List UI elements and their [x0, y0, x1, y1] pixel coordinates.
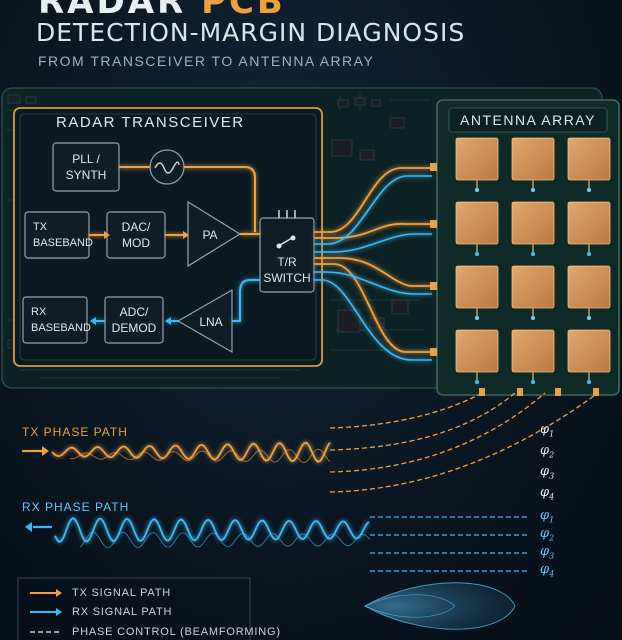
tx-phase-3: φ3 — [540, 464, 555, 481]
page-subtitle: DETECTION-MARGIN DIAGNOSIS — [36, 18, 466, 47]
pa-amplifier-icon — [187, 200, 242, 268]
legend-phase-label: PHASE CONTROL (BEAMFORMING) — [72, 626, 281, 638]
patch-via — [586, 379, 592, 385]
switch-symbol-icon — [276, 210, 296, 249]
pll-label: PLL / SYNTH — [65, 152, 107, 182]
tx-baseband-label: TX BASEBAND — [33, 221, 93, 249]
rx-phase-lines — [370, 516, 528, 572]
antenna-patch — [511, 201, 555, 245]
arrow-rx-baseband-icon — [90, 317, 96, 325]
page-title: RADAR PCB — [38, 0, 286, 22]
transceiver-inner — [19, 113, 317, 361]
switch-label: T/R SWITCH — [263, 255, 311, 285]
tx-phase-path-label: TX PHASE PATH — [22, 425, 128, 439]
tx-wave — [51, 441, 331, 464]
patch-via — [474, 315, 480, 321]
patch-via — [530, 315, 536, 321]
antenna-array-label: ANTENNA ARRAY — [460, 112, 596, 128]
antenna-patch — [455, 137, 499, 181]
rx-baseband-label: RX BASEBAND — [31, 306, 91, 334]
patch-via — [586, 251, 592, 257]
antenna-patch — [567, 265, 611, 309]
patch-via — [586, 315, 592, 321]
antenna-patches — [455, 137, 611, 396]
patch-via — [474, 379, 480, 385]
array-output-connector — [517, 388, 523, 396]
arrow-pa-icon — [183, 231, 189, 239]
legend-box — [17, 577, 251, 640]
antenna-patch — [567, 137, 611, 181]
title-accent: PCB — [201, 0, 286, 22]
array-output-connector — [479, 388, 485, 396]
tx-phase-lines — [329, 392, 599, 493]
rx-phase-arrow-icon — [25, 522, 32, 532]
patch-via — [586, 187, 592, 193]
feed-connectors — [430, 163, 437, 356]
legend-tx-label: TX SIGNAL PATH — [72, 587, 172, 599]
beam-lobe — [363, 582, 516, 630]
transceiver-label: RADAR TRANSCEIVER — [56, 114, 245, 131]
antenna-patch — [511, 137, 555, 181]
patch-via — [474, 251, 480, 257]
tagline: FROM TRANSCEIVER TO ANTENNA ARRAY — [38, 53, 375, 69]
tx-internal-paths — [89, 166, 260, 236]
rx-phase-1: φ1 — [540, 508, 555, 525]
tx-phase-2: φ2 — [540, 443, 555, 460]
tx-phase-arrow-icon — [42, 446, 49, 456]
tx-feed-lines — [314, 167, 432, 353]
rx-feed-lines — [314, 175, 432, 361]
legend-rx-arrow-icon — [56, 608, 62, 616]
tx-phase-1: φ1 — [540, 422, 555, 439]
oscillator-wave-icon — [154, 161, 180, 174]
patch-via — [530, 379, 536, 385]
rx-wave — [54, 517, 371, 549]
smd-components — [7, 94, 607, 387]
antenna-patch — [567, 201, 611, 245]
antenna-patch — [511, 329, 555, 373]
rx-baseband-block — [22, 296, 88, 344]
tx-phase-4: φ4 — [540, 485, 555, 502]
rx-phase-3: φ3 — [540, 544, 555, 561]
legend-tx-arrow-icon — [56, 589, 62, 597]
patch-via — [474, 187, 480, 193]
array-output-connector — [555, 388, 561, 396]
antenna-patch — [511, 265, 555, 309]
antenna-patch — [567, 329, 611, 373]
arrow-tx-baseband-icon — [104, 231, 110, 239]
patch-via — [530, 187, 536, 193]
antenna-patch — [455, 265, 499, 309]
pa-label: PA — [202, 228, 218, 242]
antenna-patch — [455, 329, 499, 373]
legend-rx-label: RX SIGNAL PATH — [72, 606, 173, 618]
dac-label: DAC/ MOD — [121, 220, 151, 250]
rx-phase-path-label: RX PHASE PATH — [22, 500, 130, 514]
rx-phase-4: φ4 — [540, 562, 555, 579]
array-output-connector — [593, 388, 599, 396]
rx-phase-2: φ2 — [540, 526, 555, 543]
beam-side-lobe — [364, 594, 456, 618]
patch-via — [530, 251, 536, 257]
title-prefix: RADAR — [38, 0, 202, 22]
lna-label: LNA — [199, 315, 223, 329]
adc-label: ADC/ DEMOD — [111, 305, 157, 335]
antenna-label-box — [448, 107, 608, 133]
antenna-patch — [455, 201, 499, 245]
arrow-lna-icon — [165, 317, 171, 325]
